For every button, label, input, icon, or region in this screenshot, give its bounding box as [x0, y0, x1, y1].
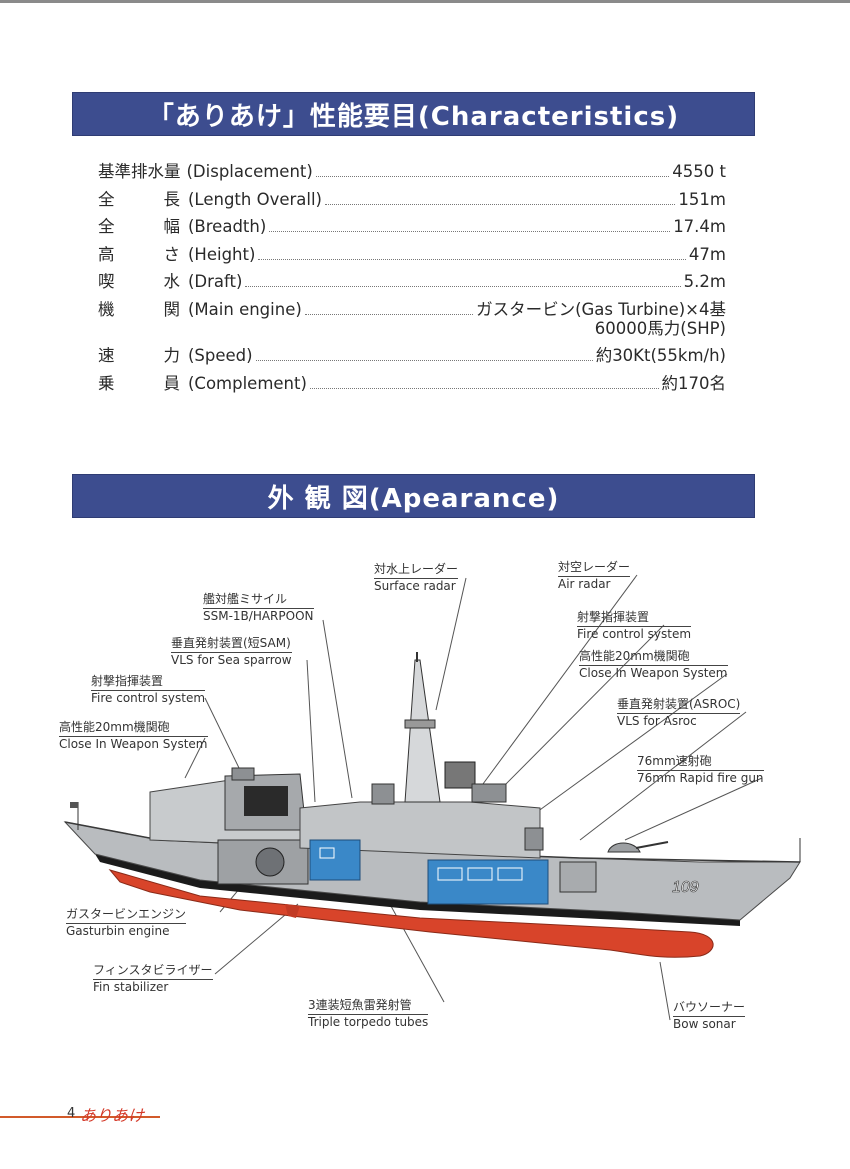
spec-value: 17.4m — [673, 217, 726, 236]
spec-row: 基準排水量 (Displacement) 4550 t — [98, 158, 726, 186]
spec-label-a: 全 — [98, 217, 115, 236]
spec-english: (Draft) — [188, 272, 243, 291]
appearance-banner: 外 観 図(Apearance) — [72, 474, 755, 518]
spec-label-a: 全 — [98, 189, 115, 209]
compartment-aft — [309, 839, 361, 881]
spec-row: 全幅(Breadth)17.4m — [98, 213, 726, 241]
characteristics-title: 「ありあけ」性能要目(Characteristics) — [147, 101, 680, 132]
ship-illustration: 109 — [63, 574, 801, 1021]
spec-english: (Displacement) — [186, 162, 313, 181]
spec-label-a: 機 — [98, 299, 115, 319]
spec-leader-dots — [304, 313, 474, 315]
callout-sonar: バウソーナー Bow sonar — [673, 1000, 746, 1031]
spec-value: 4550 t — [672, 162, 726, 181]
spec-value: 約30Kt(55km/h) — [595, 346, 726, 365]
spec-label-b: 力 — [163, 346, 181, 365]
spec-value: ガスタービン(Gas Turbine)×4基 — [476, 299, 726, 319]
callout-air-radar: 対空レーダー Air radar — [558, 560, 631, 591]
spec-value: 151m — [678, 189, 726, 209]
spec-label-b: 幅 — [163, 217, 181, 236]
spec-value: 約170名 — [661, 373, 727, 393]
spec-english: (Speed) — [188, 346, 253, 365]
spec-label-a: 乗 — [98, 373, 115, 393]
spec-value-extra: 60000馬力(SHP) — [594, 319, 726, 338]
spec-leader-dots — [269, 231, 671, 232]
spec-label-a: 喫 — [98, 272, 115, 291]
gun-turret — [607, 842, 641, 853]
spec-leader-dots — [315, 176, 670, 177]
callout-fcs-fwd: 射撃指揮装置 Fire control system — [91, 674, 206, 705]
page-footer: 4 ありあけ — [0, 1104, 160, 1125]
spec-label-a: 基準排水量 — [98, 162, 181, 181]
spec-label: 全幅 — [98, 213, 180, 241]
spec-label: 高さ — [98, 241, 180, 269]
fin-stabilizer — [285, 904, 300, 918]
spec-value: 47m — [688, 244, 726, 264]
spec-leader-dots — [245, 286, 681, 287]
spec-label: 喫水 — [98, 268, 180, 296]
vls-asroc — [559, 861, 597, 893]
callout-gun: 76mm速射砲 76mm Rapid fire gun — [637, 754, 764, 785]
spec-label: 全長 — [98, 186, 180, 214]
spec-value: 5.2m — [683, 272, 726, 291]
spec-label: 基準排水量 — [98, 158, 181, 186]
appearance-title: 外 観 図(Apearance) — [267, 483, 560, 514]
callout-ssm: 艦対艦ミサイル SSM-1B/HARPOON — [203, 592, 314, 623]
boot-topping — [95, 854, 740, 926]
callout-vls-asroc: 垂直発射装置(ASROC) VLS for Asroc — [617, 697, 741, 728]
spec-row: 全長(Length Overall)151m — [98, 186, 726, 214]
callout-ciws-aft: 高性能20mm機関砲 Close In Weapon System — [579, 649, 728, 680]
spec-english: (Breadth) — [188, 217, 267, 236]
spec-leader-dots — [325, 203, 676, 205]
spec-row: 機関(Main engine)ガスタービン(Gas Turbine)×4基 — [98, 296, 726, 324]
spec-label: 乗員 — [98, 370, 180, 398]
spec-label-a: 高 — [98, 244, 115, 264]
ship-diagram: 109 対水上レーダー Surface radar 対空レーダー Air rad… — [0, 540, 850, 1060]
spec-english: (Complement) — [188, 373, 307, 393]
top-rule — [0, 0, 850, 3]
spec-leader-dots — [309, 387, 659, 389]
footer-rule — [0, 1116, 160, 1118]
spec-english: (Height) — [188, 244, 256, 264]
callout-fcs-aft: 射撃指揮装置 Fire control system — [577, 610, 692, 641]
spec-label: 機関 — [98, 296, 180, 324]
spec-english: (Length Overall) — [188, 189, 322, 209]
hull-underwater — [108, 869, 714, 958]
spec-label-b: さ — [163, 244, 181, 264]
callout-torpedo: 3連装短魚雷発射管 Triple torpedo tubes — [308, 998, 429, 1029]
spec-english: (Main engine) — [188, 299, 302, 319]
hull-number: 109 — [672, 879, 699, 896]
spec-label: 速力 — [98, 342, 180, 370]
characteristics-banner: 「ありあけ」性能要目(Characteristics) — [72, 92, 755, 136]
callout-fin: フィンスタビライザー Fin stabilizer — [93, 963, 213, 994]
callout-surface-radar: 対水上レーダー Surface radar — [374, 562, 459, 593]
spec-label-b: 水 — [163, 272, 181, 291]
callout-vls-sam: 垂直発射装置(短SAM) VLS for Sea sparrow — [171, 636, 292, 667]
footer-logo: ありあけ — [80, 1106, 145, 1125]
page-number: 4 — [67, 1106, 76, 1121]
compartment-fwd — [427, 859, 549, 905]
spec-label-a: 速 — [98, 346, 115, 365]
spec-label-b: 関 — [163, 299, 181, 319]
spec-row: 高さ(Height)47m — [98, 241, 726, 269]
spec-row: 速力(Speed)約30Kt(55km/h) — [98, 342, 726, 370]
spec-leader-dots — [255, 360, 593, 361]
spec-label-b: 長 — [163, 189, 181, 209]
spec-leader-dots — [258, 258, 686, 260]
callout-ciws-fwd: 高性能20mm機関砲 Close In Weapon System — [59, 720, 208, 751]
callout-gasturbine: ガスタービンエンジン Gasturbin engine — [66, 907, 187, 938]
spec-row: 乗員(Complement)約170名 — [98, 370, 726, 398]
spec-label-b: 員 — [163, 373, 181, 393]
main-mast — [404, 659, 441, 803]
spec-row: 喫水(Draft)5.2m — [98, 268, 726, 296]
